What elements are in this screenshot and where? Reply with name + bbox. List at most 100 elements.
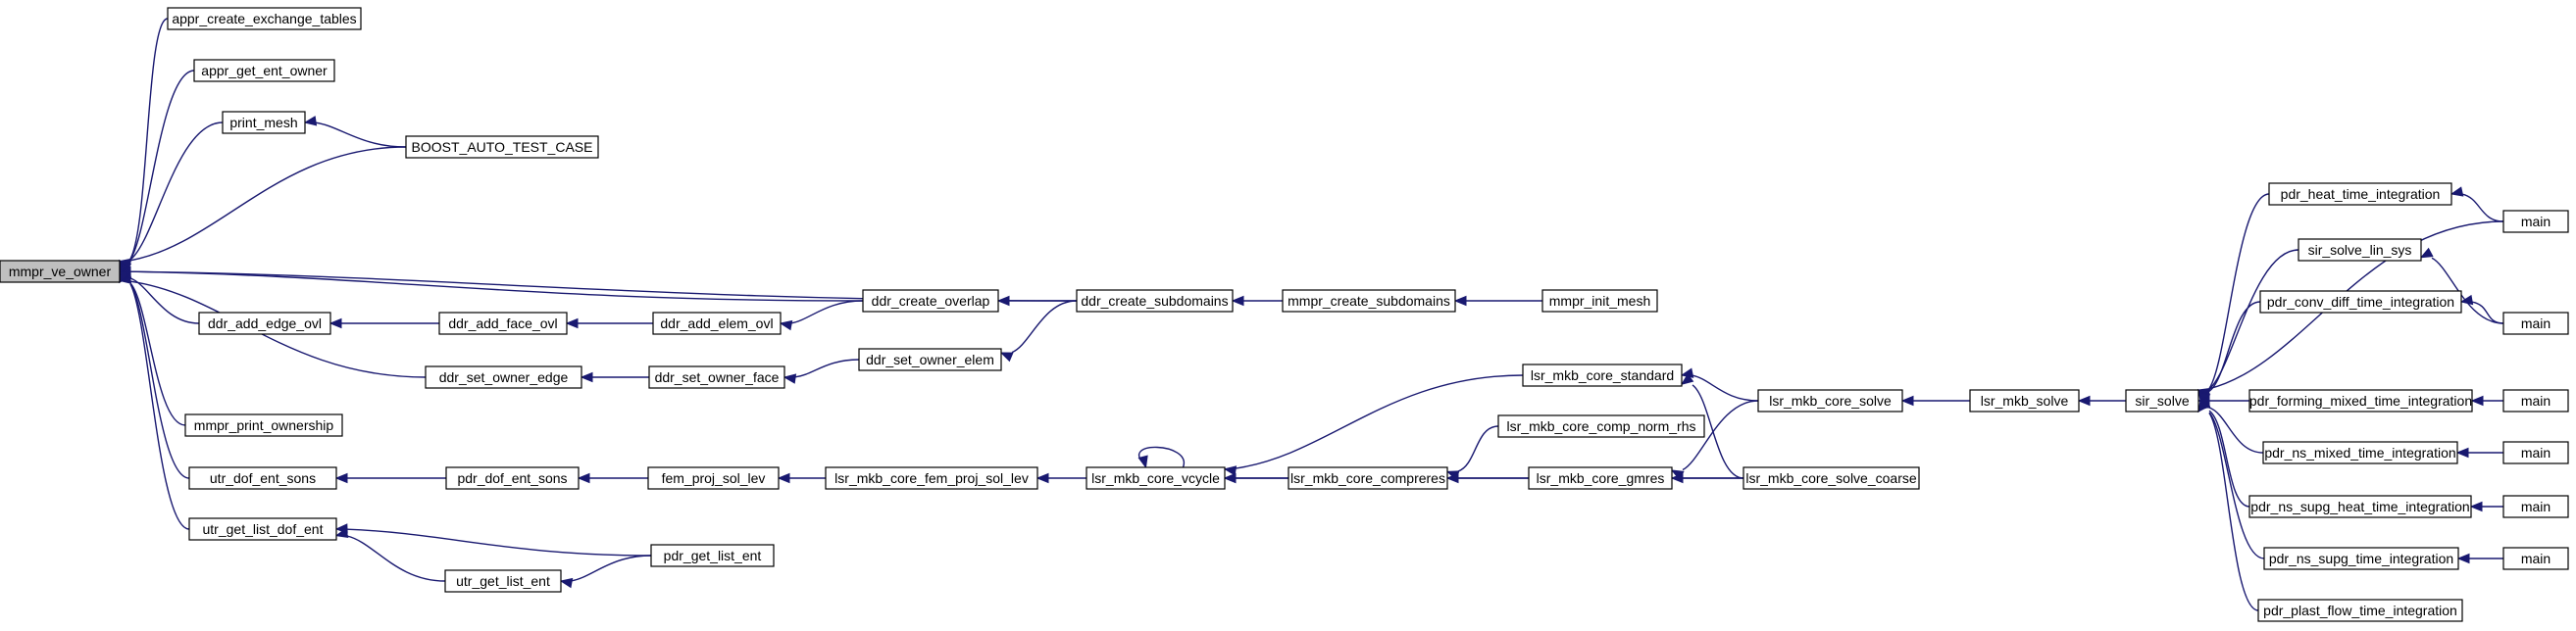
node-label: BOOST_AUTO_TEST_CASE [412, 139, 593, 155]
edge-main2-to-pdr-conv-diff-time-integration [2459, 294, 2504, 324]
node-box [193, 59, 335, 82]
edge-arrowhead [565, 317, 579, 329]
node-box [1076, 289, 1234, 313]
edge-line [346, 535, 446, 582]
node-main1[interactable]: main [2502, 210, 2569, 233]
node-pdr-dof-ent-sons[interactable]: pdr_dof_ent_sons [445, 466, 580, 490]
node-sir-solve-lin-sys[interactable]: sir_solve_lin_sys [2298, 238, 2422, 262]
node-main4[interactable]: main [2502, 441, 2569, 464]
node-ddr-create-subdomains[interactable]: ddr_create_subdomains [1076, 289, 1234, 313]
node-label: lsr_mkb_core_solve_coarse [1745, 470, 1917, 486]
node-print-mesh[interactable]: print_mesh [222, 111, 306, 134]
node-boost-auto-test-case[interactable]: BOOST_AUTO_TEST_CASE [405, 135, 599, 159]
edge-fem-proj-sol-lev-to-pdr-dof-ent-sons [577, 472, 648, 484]
edge-line [315, 121, 407, 148]
node-label: pdr_dof_ent_sons [457, 470, 567, 486]
node-main3[interactable]: main [2502, 389, 2569, 413]
node-ddr-create-overlap[interactable]: ddr_create_overlap [862, 289, 999, 313]
node-box [2298, 238, 2422, 262]
node-main2[interactable]: main [2502, 312, 2569, 335]
node-box [1528, 466, 1673, 490]
node-mmpr-create-subdomains[interactable]: mmpr_create_subdomains [1282, 289, 1456, 313]
edge-arrowhead [328, 317, 342, 329]
node-fem-proj-sol-lev[interactable]: fem_proj_sol_lev [647, 466, 780, 490]
edge-line [1457, 425, 1499, 472]
node-pdr-get-list-ent[interactable]: pdr_get_list_ent [650, 544, 775, 567]
node-ddr-set-owner-edge[interactable]: ddr_set_owner_edge [425, 365, 582, 389]
node-lsr-mkb-core-standard[interactable]: lsr_mkb_core_standard [1522, 364, 1683, 387]
node-label: mmpr_ve_owner [9, 264, 112, 279]
edge-ddr-create-subdomains-to-ddr-set-owner-elem [999, 300, 1078, 363]
node-label: main [2521, 499, 2551, 514]
node-lsr-mkb-core-vcycle[interactable]: lsr_mkb_core_vcycle [1086, 466, 1226, 490]
node-appr-create-exchange-tables[interactable]: appr_create_exchange_tables [167, 7, 362, 30]
node-label: mmpr_init_mesh [1549, 293, 1650, 309]
node-ddr-set-owner-face[interactable]: ddr_set_owner_face [648, 365, 785, 389]
edge-line [794, 359, 860, 378]
node-ddr-add-edge-ovl[interactable]: ddr_add_edge_ovl [198, 312, 331, 335]
node-label: lsr_mkb_core_vcycle [1091, 470, 1220, 486]
node-label: utr_get_list_ent [456, 573, 550, 589]
node-lsr-mkb-core-comp-norm-rhs[interactable]: lsr_mkb_core_comp_norm_rhs [1497, 414, 1705, 438]
node-mmpr-init-mesh[interactable]: mmpr_init_mesh [1541, 289, 1658, 313]
node-pdr-conv-diff-time-integration[interactable]: pdr_conv_diff_time_integration [2259, 290, 2462, 314]
node-ddr-add-elem-ovl[interactable]: ddr_add_elem_ovl [652, 312, 782, 335]
node-pdr-ns-supg-time-integration[interactable]: pdr_ns_supg_time_integration [2263, 547, 2459, 570]
node-pdr-forming-mixed-time-integration[interactable]: pdr_forming_mixed_time_integration [2248, 389, 2473, 413]
node-label: lsr_mkb_core_solve [1769, 393, 1892, 409]
edge-arrowhead [777, 472, 790, 484]
edge-line [571, 555, 652, 582]
edge-pdr-get-list-ent-to-utr-get-list-ent [559, 555, 652, 589]
edge-line [129, 283, 190, 530]
edge-line [1011, 300, 1078, 354]
node-label: ddr_set_owner_face [655, 369, 780, 385]
node-mmpr-print-ownership[interactable]: mmpr_print_ownership [184, 413, 343, 437]
edge-arrowhead [2197, 399, 2209, 413]
node-ddr-set-owner-elem[interactable]: ddr_set_owner_elem [858, 348, 1002, 371]
edge-arrowhead [999, 352, 1014, 363]
node-sir-solve[interactable]: sir_solve [2125, 389, 2199, 413]
edge-line [1682, 400, 1759, 471]
edge-ddr-set-owner-elem-to-ddr-set-owner-face [783, 359, 860, 384]
edge-lsr-mkb-core-vcycle-to-lsr-mkb-core-vcycle [1137, 446, 1186, 469]
node-label: main [2521, 551, 2551, 566]
node-label: sir_solve_lin_sys [2308, 242, 2412, 258]
node-pdr-heat-time-integration[interactable]: pdr_heat_time_integration [2268, 182, 2452, 206]
node-box [2125, 389, 2199, 413]
node-label: ddr_add_face_ovl [448, 316, 557, 331]
edge-arrowhead [334, 523, 348, 534]
node-label: lsr_mkb_core_compreres [1290, 470, 1445, 486]
node-lsr-mkb-core-fem-proj-sol-lev[interactable]: lsr_mkb_core_fem_proj_sol_lev [825, 466, 1038, 490]
node-lsr-mkb-solve[interactable]: lsr_mkb_solve [1969, 389, 2080, 413]
edge-arrowhead [2077, 395, 2091, 407]
node-main5[interactable]: main [2502, 495, 2569, 518]
edge-utr-get-list-dof-ent-to-mmpr-ve-owner [119, 269, 190, 530]
node-label: pdr_forming_mixed_time_integration [2249, 393, 2472, 409]
node-box [825, 466, 1038, 490]
edge-ddr-create-subdomains-to-ddr-create-overlap [996, 295, 1078, 307]
node-pdr-ns-mixed-time-integration[interactable]: pdr_ns_mixed_time_integration [2262, 441, 2458, 464]
edge-line [2208, 410, 2250, 508]
edge-ddr-add-edge-ovl-to-mmpr-ve-owner [118, 268, 200, 324]
edge-line [2208, 301, 2261, 392]
node-lsr-mkb-core-solve-coarse[interactable]: lsr_mkb_core_solve_coarse [1743, 466, 1920, 490]
node-utr-get-list-ent[interactable]: utr_get_list_ent [444, 569, 562, 593]
edge-line [2208, 407, 2264, 454]
node-mmpr-ve-owner[interactable]: mmpr_ve_owner [0, 260, 121, 283]
node-lsr-mkb-core-compreres[interactable]: lsr_mkb_core_compreres [1288, 466, 1448, 490]
node-label: main [2521, 316, 2551, 331]
node-layer: mmpr_ve_owner appr_create_exchange_tables… [0, 7, 2569, 622]
node-label: pdr_plast_flow_time_integration [2263, 603, 2457, 618]
node-pdr-plast-flow-time-integration[interactable]: pdr_plast_flow_time_integration [2257, 599, 2463, 622]
node-appr-get-ent-owner[interactable]: appr_get_ent_owner [193, 59, 335, 82]
node-utr-dof-ent-sons[interactable]: utr_dof_ent_sons [188, 466, 337, 490]
node-ddr-add-face-ovl[interactable]: ddr_add_face_ovl [438, 312, 568, 335]
node-pdr-ns-supg-heat-time-integration[interactable]: pdr_ns_supg_heat_time_integration [2248, 495, 2472, 518]
node-lsr-mkb-core-solve[interactable]: lsr_mkb_core_solve [1757, 389, 1903, 413]
node-box [198, 312, 331, 335]
edge-line [129, 282, 186, 426]
node-lsr-mkb-core-gmres[interactable]: lsr_mkb_core_gmres [1528, 466, 1673, 490]
node-label: print_mesh [229, 115, 297, 130]
node-main6[interactable]: main [2502, 547, 2569, 570]
node-utr-get-list-dof-ent[interactable]: utr_get_list_dof_ent [188, 517, 337, 541]
